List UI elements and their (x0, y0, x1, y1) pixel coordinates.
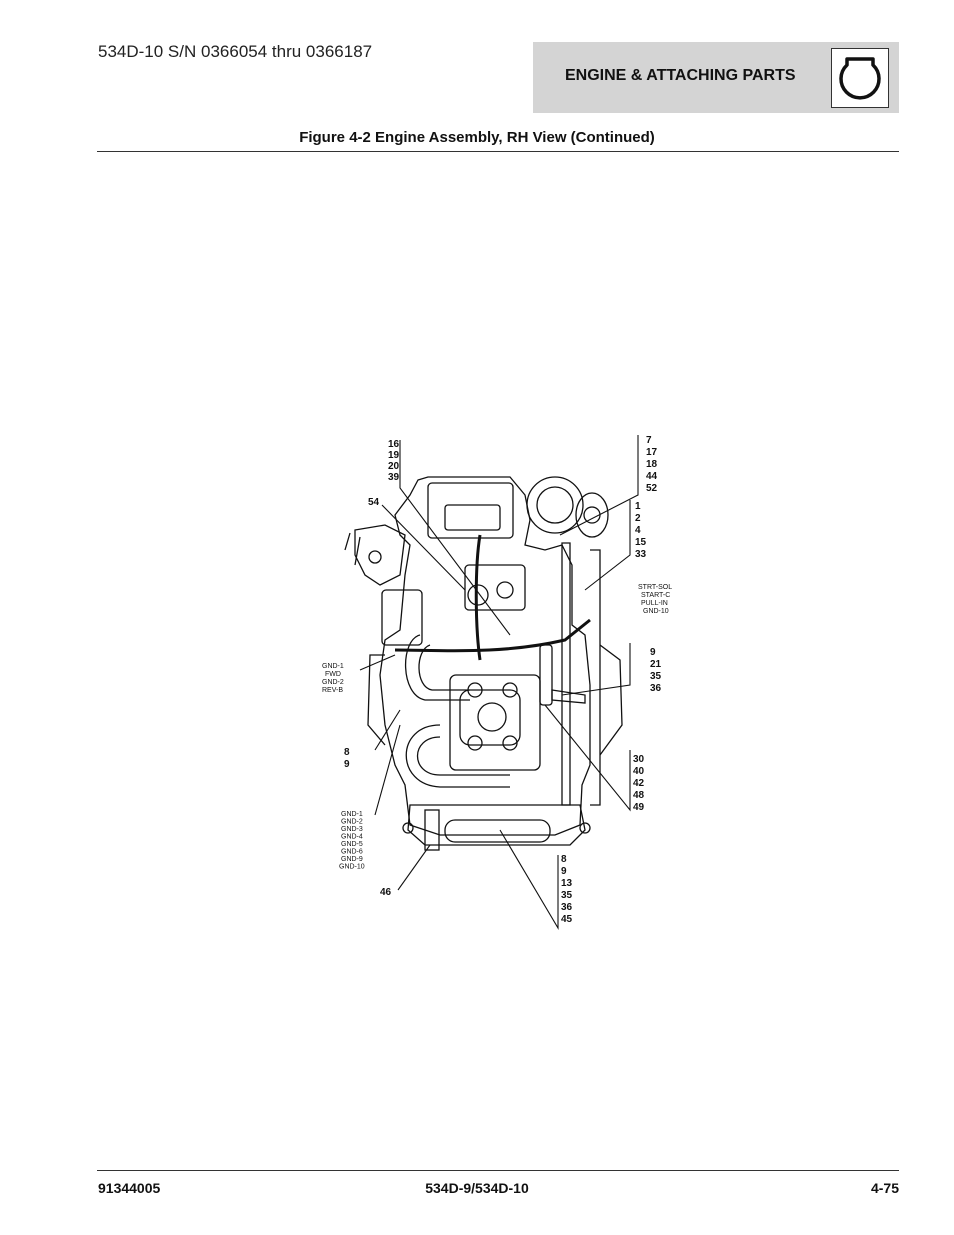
model-numbers: 534D-9/534D-10 (425, 1180, 529, 1196)
doc-number: 91344005 (98, 1180, 161, 1196)
page-number: 4-75 (870, 1180, 899, 1196)
footer-rule (97, 1170, 899, 1171)
engine-icon (831, 48, 889, 108)
serial-range: 534D-10 S/N 0366054 thru 0366187 (98, 42, 373, 61)
section-header: ENGINE & ATTACHING PARTS (533, 42, 899, 113)
engine-line-art (344, 476, 623, 851)
figure-title: Figure 4-2 Engine Assembly, RH View (Con… (299, 129, 655, 146)
callout-54: 54 (368, 497, 380, 508)
callout-46: 46 (380, 887, 392, 898)
leader-lines (359, 435, 639, 931)
section-title: ENGINE & ATTACHING PARTS (565, 67, 796, 84)
header-rule (97, 151, 899, 152)
